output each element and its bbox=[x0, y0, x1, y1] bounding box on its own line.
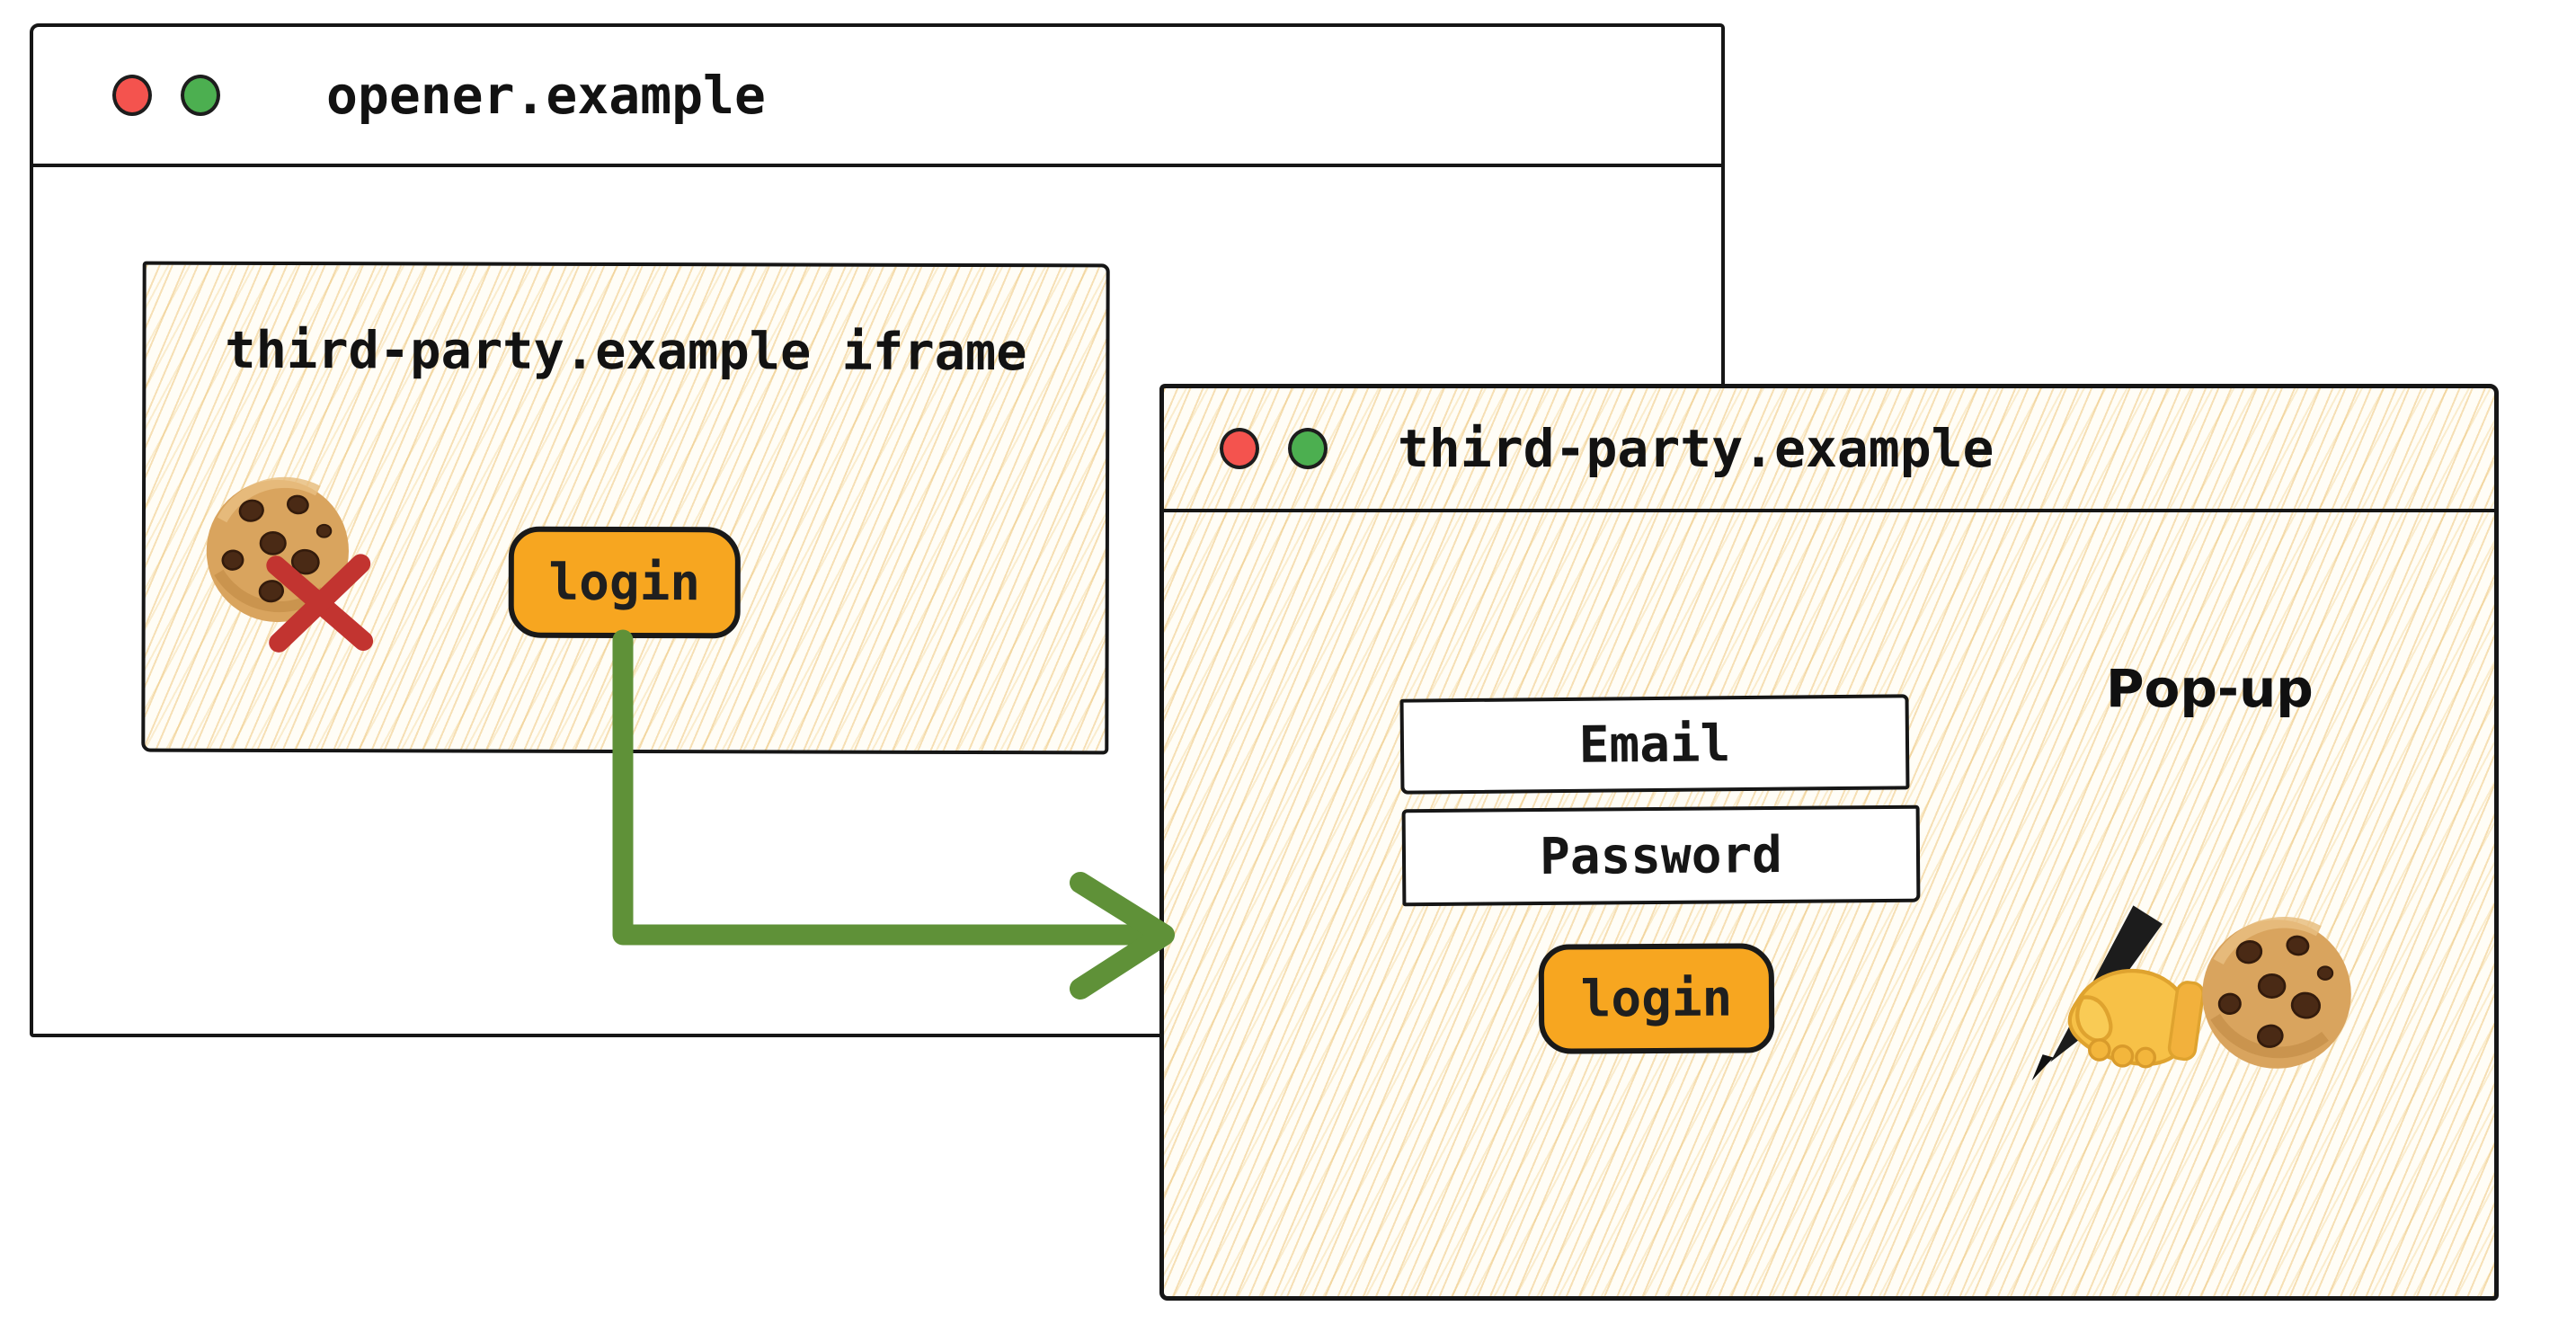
popup-window: third-party.example Email Password login… bbox=[1159, 384, 2499, 1301]
iframe-label: third-party.example iframe bbox=[225, 320, 1027, 383]
third-party-iframe: third-party.example iframe bbox=[141, 261, 1110, 755]
close-button[interactable] bbox=[112, 75, 152, 116]
popup-titlebar: third-party.example bbox=[1164, 388, 2494, 512]
maximize-button[interactable] bbox=[1288, 428, 1328, 469]
iframe-login-button[interactable]: login bbox=[508, 526, 741, 639]
password-input[interactable]: Password bbox=[1401, 804, 1921, 907]
blocked-cookie bbox=[199, 474, 442, 699]
email-input[interactable]: Email bbox=[1399, 694, 1910, 795]
cookie-icon bbox=[2202, 917, 2351, 1069]
popup-caption: Pop-up bbox=[2106, 658, 2314, 719]
opener-window-title: opener.example bbox=[326, 65, 766, 126]
opens-popup-arrow bbox=[612, 629, 1175, 1000]
popup-window-title: third-party.example bbox=[1398, 418, 1994, 479]
popup-login-button[interactable]: login bbox=[1538, 943, 1775, 1054]
opener-titlebar: opener.example bbox=[33, 27, 1721, 167]
maximize-button[interactable] bbox=[181, 75, 220, 116]
writing-hand-icon bbox=[2031, 905, 2204, 1081]
close-button[interactable] bbox=[1220, 428, 1259, 469]
red-x-icon bbox=[266, 554, 374, 653]
